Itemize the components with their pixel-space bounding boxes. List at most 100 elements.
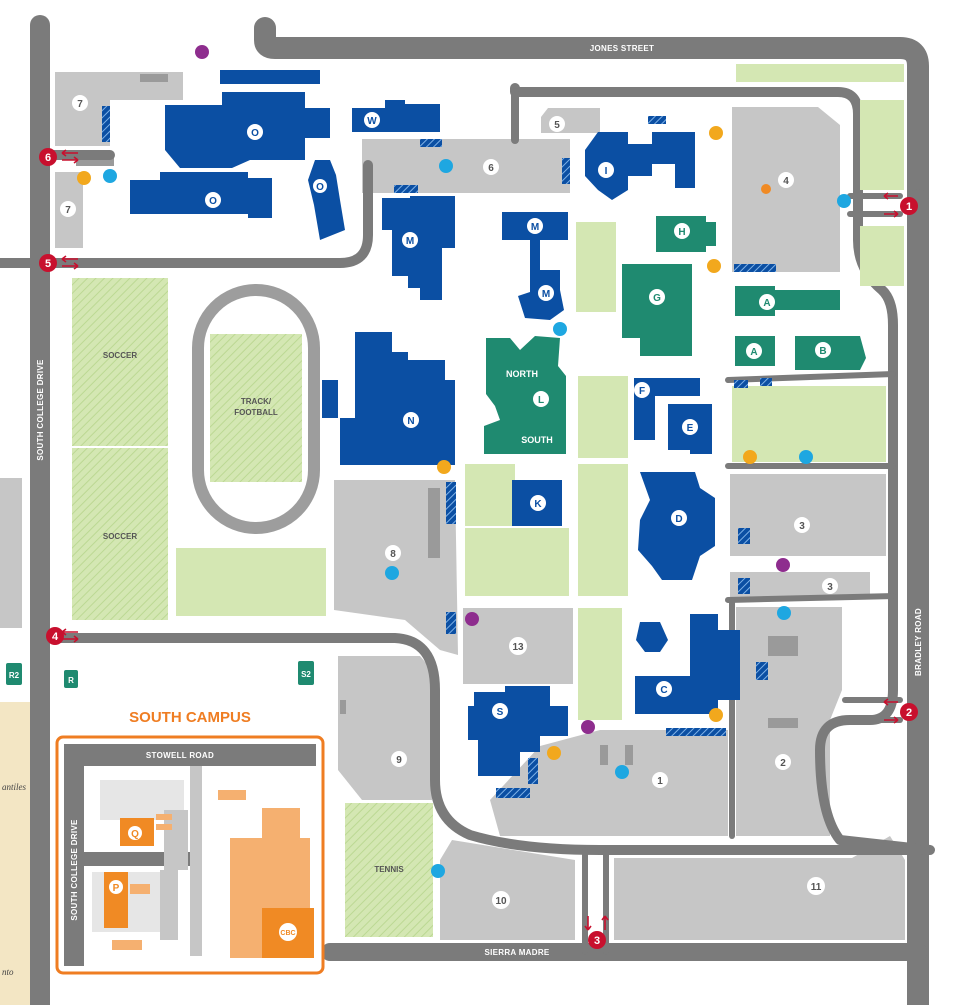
lot-3a (730, 474, 886, 556)
south-college-label: SOUTH COLLEGE DRIVE (36, 359, 45, 461)
entry-1: 1 (900, 197, 918, 215)
svg-text:C: C (660, 685, 667, 696)
svg-text:N: N (407, 416, 414, 427)
svg-text:3: 3 (799, 521, 805, 532)
svg-text:R2: R2 (9, 671, 20, 680)
lot-10 (440, 840, 575, 940)
svg-text:6: 6 (45, 152, 51, 164)
stowell-road-label: STOWELL ROAD (146, 751, 214, 760)
svg-text:7: 7 (65, 205, 71, 216)
jones-street-label: JONES STREET (590, 44, 655, 53)
svg-text:M: M (531, 222, 539, 233)
svg-text:O: O (316, 182, 324, 193)
tennis-courts (345, 803, 433, 937)
svg-text:4: 4 (52, 631, 59, 643)
dot-blue (385, 566, 399, 580)
side-note-b: nto (2, 967, 14, 977)
entry-4: 4 (46, 627, 64, 645)
dot-gold (77, 171, 91, 185)
svg-text:S: S (497, 707, 504, 718)
dot-blue (553, 322, 567, 336)
dot-blue (837, 194, 851, 208)
dot-gold (547, 746, 561, 760)
dot-gold (743, 450, 757, 464)
svg-text:B: B (819, 346, 826, 357)
dot-gold (709, 708, 723, 722)
svg-text:5: 5 (45, 258, 51, 270)
svg-text:S2: S2 (301, 670, 311, 679)
student-services-buildings[interactable] (484, 216, 866, 454)
south-campus: SOUTH CAMPUS (55, 709, 325, 975)
academic-buildings[interactable] (130, 70, 740, 776)
lot-6 (362, 139, 570, 193)
info-dots[interactable] (77, 45, 851, 878)
svg-text:E: E (687, 423, 694, 434)
svg-text:D: D (675, 514, 682, 525)
sign-s2: S2 (298, 661, 314, 685)
building-m3 (518, 240, 564, 320)
roads (0, 15, 935, 1005)
svg-text:Q: Q (131, 829, 139, 840)
soccer-bottom-label: SOCCER (103, 532, 137, 541)
svg-text:13: 13 (512, 642, 524, 653)
sign-r2: R2 (6, 663, 22, 685)
track (192, 284, 320, 534)
dot-blue (439, 159, 453, 173)
bradley-road-label: BRADLEY ROAD (914, 608, 923, 676)
soccer-field-top (72, 278, 168, 446)
svg-text:8: 8 (390, 549, 396, 560)
svg-text:R: R (68, 676, 74, 685)
svg-text:2: 2 (906, 707, 912, 719)
entry-markers[interactable]: 1 2 3 4 5 6 (39, 148, 918, 949)
svg-text:2: 2 (780, 758, 786, 769)
soccer-top-label: SOCCER (103, 351, 137, 360)
entry-2: 2 (900, 703, 918, 721)
entry-6: 6 (39, 148, 57, 166)
svg-text:M: M (542, 289, 550, 300)
building-m1 (382, 196, 455, 300)
svg-text:5: 5 (554, 120, 560, 131)
svg-text:O: O (209, 196, 217, 207)
svg-text:3: 3 (827, 582, 833, 593)
lot-11 (614, 836, 905, 940)
svg-text:M: M (406, 236, 414, 247)
svg-text:A: A (763, 298, 770, 309)
building-f (634, 378, 700, 440)
svg-text:9: 9 (396, 755, 402, 766)
svg-text:6: 6 (488, 163, 494, 174)
lot-numbers: 7 7 6 5 4 3 3 8 13 9 1 2 10 11 (60, 95, 838, 909)
track-label-1: TRACK/ (241, 397, 272, 406)
dot-blue (431, 864, 445, 878)
dot-gold (709, 126, 723, 140)
building-b (795, 336, 866, 370)
lot-9 (338, 656, 432, 800)
dot-purple (465, 612, 479, 626)
svg-text:G: G (653, 293, 661, 304)
south-campus-title: SOUTH CAMPUS (129, 709, 251, 726)
tennis-label: TENNIS (374, 865, 404, 874)
svg-text:O: O (251, 128, 259, 139)
sign-posts: R2 R S2 (6, 661, 314, 688)
svg-text:F: F (639, 386, 645, 397)
campus-loop (510, 83, 935, 855)
accessible-parking (102, 106, 776, 798)
dot-gold (437, 460, 451, 474)
building-o2 (130, 172, 272, 218)
svg-text:11: 11 (811, 882, 822, 893)
soccer-field-bottom (72, 448, 168, 620)
sierra-madre-label: SIERRA MADRE (484, 948, 549, 957)
building-a1 (735, 286, 840, 316)
side-note-a: antiles (2, 782, 26, 792)
svg-text:A: A (750, 347, 757, 358)
dot-gold (707, 259, 721, 273)
lawn-south-track (176, 548, 326, 616)
dot-blue (799, 450, 813, 464)
dot-blue (615, 765, 629, 779)
building-labels: O O O W M M M I H G A A B NORTH L SOUTH … (109, 112, 831, 941)
dot-purple (776, 558, 790, 572)
svg-text:W: W (367, 116, 377, 127)
entry-arrows (61, 149, 899, 931)
building-i (585, 132, 695, 200)
svg-text:P: P (113, 883, 120, 894)
south-college-inner-label: SOUTH COLLEGE DRIVE (70, 819, 79, 921)
